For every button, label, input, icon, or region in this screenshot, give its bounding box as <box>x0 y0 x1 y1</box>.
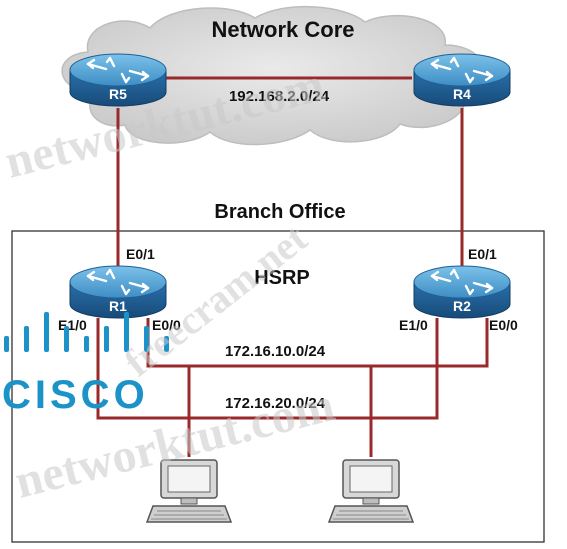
cisco-logo-text: CISCO <box>2 373 149 417</box>
router-r2-label: R2 <box>453 298 471 314</box>
branch-office-title: Branch Office <box>214 201 345 223</box>
branch-office-box <box>11 230 545 543</box>
cisco-logo-bars-icon <box>4 312 169 352</box>
r2-uplink-label: E0/1 <box>468 246 497 262</box>
r1-uplink-label: E0/1 <box>126 246 155 262</box>
router-r5-label: R5 <box>109 86 127 102</box>
r1-port-a-label: E1/0 <box>58 317 87 333</box>
router-r4[interactable]: R4 <box>412 52 512 108</box>
subnet-core-label: 192.168.2.0/24 <box>229 88 330 105</box>
link-lan2 <box>96 318 439 420</box>
router-r1[interactable]: R1 <box>68 264 168 320</box>
r2-port-a-label: E1/0 <box>399 317 428 333</box>
router-r1-label: R1 <box>109 298 127 314</box>
subnet-lan2-label: 172.16.20.0/24 <box>225 395 326 412</box>
pc-right[interactable] <box>328 459 414 523</box>
network-core-title: Network Core <box>211 17 354 42</box>
router-r5[interactable]: R5 <box>68 52 168 108</box>
r2-port-b-label: E0/0 <box>489 317 518 333</box>
subnet-lan1-label: 172.16.10.0/24 <box>225 343 326 360</box>
cisco-logo: CISCO <box>2 312 169 417</box>
router-r4-label: R4 <box>453 86 471 102</box>
router-r2[interactable]: R2 <box>412 264 512 320</box>
r1-port-b-label: E0/0 <box>152 317 181 333</box>
hsrp-label: HSRP <box>254 267 310 289</box>
